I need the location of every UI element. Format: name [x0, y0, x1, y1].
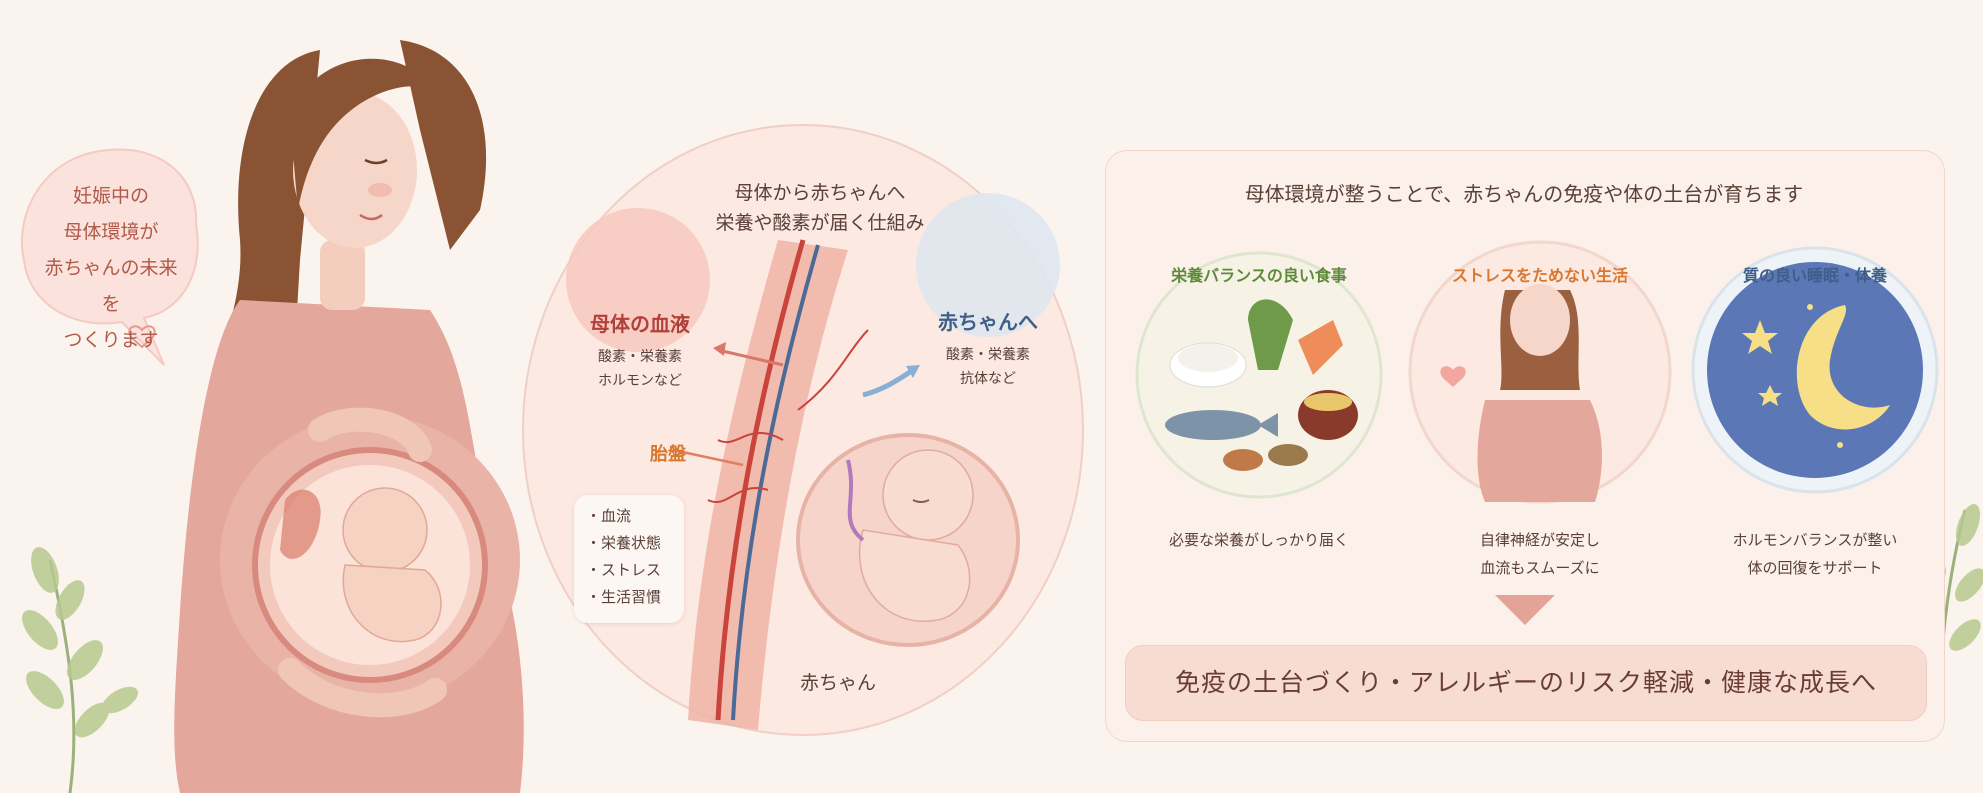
bubble-text: 妊娠中の 母体環境が 赤ちゃんの未来を つくります: [36, 178, 186, 358]
baby-label: 赤ちゃん: [800, 672, 877, 694]
mother-blood-line: 酸素・栄養素: [598, 349, 682, 365]
mother-blood-label: 母体の血液 酸素・栄養素 ホルモンなど: [570, 308, 710, 393]
desc-line: 自律神経が安定し: [1479, 531, 1600, 549]
center-title: 母体から赤ちゃんへ 栄養や酸素が届く仕組み: [660, 178, 980, 238]
card-label-stress: ストレスをためない生活: [1451, 266, 1628, 285]
to-baby-line: 抗体など: [960, 371, 1016, 387]
card-label-food: 栄養バランスの良い食事: [1171, 266, 1347, 285]
factor-list: ・血流 ・栄養状態 ・ストレス ・生活習慣: [574, 495, 684, 623]
center-title-line: 栄養や酸素が届く仕組み: [715, 212, 925, 234]
leaf-branch-left-icon: [22, 547, 139, 793]
mother-blood-line: ホルモンなど: [598, 373, 682, 389]
to-baby-line: 酸素・栄養素: [946, 347, 1030, 363]
bubble-line: つくります: [63, 329, 159, 351]
moon-stars-icon: [1691, 246, 1939, 494]
bubble-line: 母体環境が: [63, 221, 159, 243]
factor-item: ・栄養状態: [586, 534, 662, 552]
meal-icon: [1135, 251, 1383, 499]
desc-line: ホルモンバランスが整い: [1732, 531, 1898, 549]
to-baby-label: 赤ちゃんへ 酸素・栄養素 抗体など: [918, 306, 1058, 391]
speech-bubble: 妊娠中の 母体環境が 赤ちゃんの未来を つくります: [14, 140, 204, 366]
bubble-line: 妊娠中の: [72, 185, 149, 207]
center-title-line: 母体から赤ちゃんへ: [734, 182, 906, 204]
summary-text: 免疫の土台づくり・アレルギーのリスク軽減・健康な成長へ: [1174, 668, 1877, 697]
card-label-sleep: 質の良い睡眠・体養: [1742, 266, 1887, 285]
desc-line: 必要な栄養がしっかり届く: [1168, 531, 1349, 549]
panel-title: 母体環境が整うことで、赤ちゃんの免疫や体の土台が育ちます: [1244, 182, 1804, 206]
mother-blood-title: 母体の血液: [590, 312, 690, 336]
placenta-label: 胎盤: [650, 444, 686, 465]
factor-item: ・生活習慣: [586, 588, 662, 606]
summary-banner: 免疫の土台づくり・アレルギーのリスク軽減・健康な成長へ: [1125, 645, 1927, 721]
bubble-line: 赤ちゃんの未来を: [44, 257, 178, 315]
desc-line: 血流もスムーズに: [1480, 559, 1600, 577]
factor-item: ・血流: [586, 507, 632, 525]
card-desc-stress: 自律神経が安定し 血流もスムーズに: [1405, 526, 1675, 582]
card-desc-sleep: ホルモンバランスが整い 体の回復をサポート: [1690, 526, 1940, 582]
desc-line: 体の回復をサポート: [1747, 559, 1883, 577]
to-baby-title: 赤ちゃんへ: [938, 310, 1038, 334]
down-arrow-icon: [1495, 595, 1555, 625]
pregnant-mother-illustration: [174, 40, 524, 793]
relaxed-mother-icon: [1408, 240, 1672, 504]
card-desc-food: 必要な栄養がしっかり届く: [1128, 526, 1390, 554]
factor-item: ・ストレス: [586, 561, 662, 579]
